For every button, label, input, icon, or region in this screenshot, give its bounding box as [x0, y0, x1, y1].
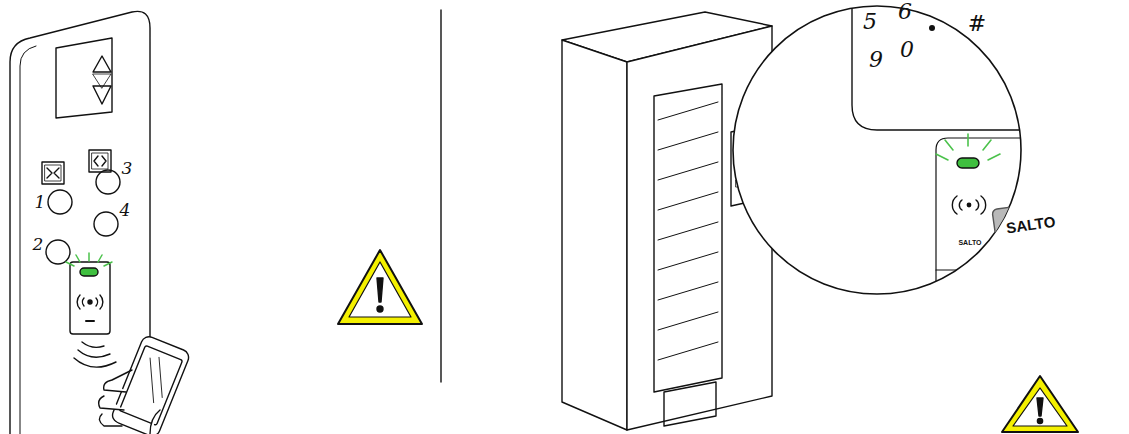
floor-button	[48, 190, 72, 214]
brand-name: SALTO	[958, 239, 981, 246]
button-number: 1	[35, 194, 46, 211]
keypad-key-label: 0	[900, 39, 914, 61]
card-reader	[70, 262, 110, 334]
warning-sign	[377, 306, 383, 312]
floor-button	[94, 212, 118, 236]
shelf	[658, 342, 718, 360]
warning-sign	[1013, 388, 1067, 426]
floor-display	[56, 38, 112, 118]
shelf	[658, 252, 718, 270]
salto-card	[1019, 238, 1050, 293]
smartphone	[135, 354, 176, 405]
keypad-key-label: #	[968, 13, 986, 35]
nfc-symbol	[952, 196, 985, 214]
salto-card	[992, 201, 1074, 327]
shelf	[658, 312, 718, 330]
keypad-key-label: 6	[898, 1, 912, 23]
shelf	[658, 162, 718, 180]
floor-button	[46, 240, 70, 264]
zoom-view	[936, 269, 1000, 270]
door-close-button	[47, 168, 59, 178]
door-close-button	[42, 162, 64, 184]
door-close-button	[42, 162, 64, 184]
zoom-view	[967, 203, 972, 208]
warning-sign	[1002, 376, 1078, 432]
card-reader	[86, 320, 94, 322]
shelf	[658, 132, 718, 150]
zoom-view	[733, 0, 1074, 400]
zoom-view	[852, 0, 1074, 400]
door-open-button	[89, 150, 111, 172]
green-led	[80, 268, 98, 276]
smartphone	[119, 345, 182, 425]
door-open-button	[92, 153, 108, 169]
warning-sign	[377, 278, 383, 302]
elevator-panel	[10, 11, 191, 434]
warning-sign	[1037, 418, 1042, 423]
zoom-view	[733, 6, 1021, 294]
hand	[99, 370, 160, 434]
shelf	[658, 282, 718, 300]
shelf	[658, 222, 718, 240]
elevator-panel	[93, 74, 111, 88]
down-arrow	[93, 86, 111, 104]
warning-sign	[1037, 398, 1043, 416]
warning-sign	[349, 262, 411, 317]
green-led	[957, 158, 979, 168]
door-open-button	[89, 150, 111, 172]
product-window	[654, 84, 722, 392]
illustration	[10, 0, 1078, 434]
salto-card	[992, 201, 1074, 327]
card-reader	[70, 262, 110, 334]
button-number: 2	[33, 236, 44, 253]
door-close-button	[45, 165, 61, 181]
brand-name: SALTO	[1005, 213, 1056, 235]
up-arrow	[93, 56, 111, 72]
keypad-key-label: 9	[869, 49, 883, 71]
card-reader	[77, 295, 103, 309]
delivery-slot	[664, 382, 716, 426]
warning-sign	[338, 250, 422, 324]
warning-sign	[1002, 376, 1078, 432]
card-reader	[88, 300, 92, 304]
led-rays	[936, 134, 1000, 160]
nfc-waves	[74, 342, 116, 367]
shelf	[658, 102, 718, 120]
shelf	[658, 102, 718, 360]
hand	[930, 280, 1026, 320]
keypad-key-label: 5	[863, 11, 877, 33]
vending-machine	[562, 40, 627, 430]
floor-button	[96, 170, 120, 194]
led-rays	[66, 253, 112, 266]
button-number: 4	[120, 202, 131, 219]
zoom-view	[852, 0, 1040, 130]
smartphone	[110, 334, 191, 434]
zoom-view	[936, 138, 1040, 400]
button-number: 3	[122, 160, 133, 177]
smartphone	[110, 334, 191, 434]
elevator-panel	[10, 11, 150, 434]
keypad-dot	[929, 25, 935, 31]
door-open-button	[94, 156, 106, 166]
warning-sign	[338, 250, 422, 324]
divider-line	[440, 10, 441, 382]
salto-card	[1026, 254, 1042, 270]
shelf	[658, 192, 718, 210]
